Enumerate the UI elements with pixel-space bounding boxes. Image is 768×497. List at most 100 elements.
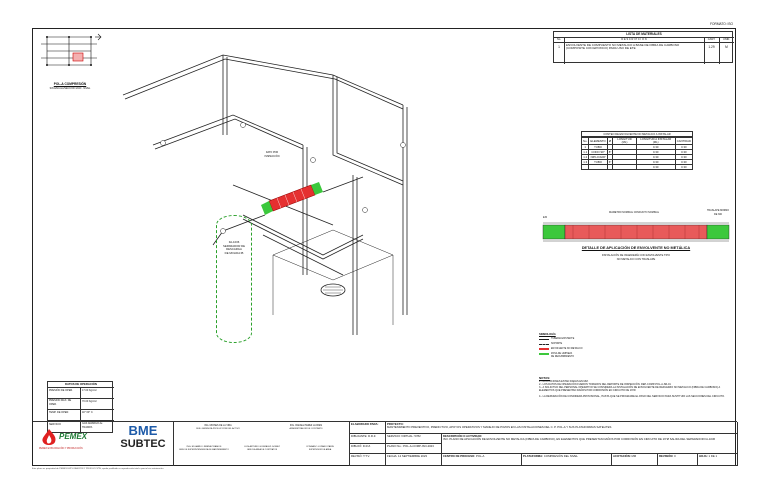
pemex-subtitle: PEMEX EXPLORACIÓN Y PRODUCCIÓN	[39, 448, 83, 450]
operation-title: DATOS DE OPERACIÓN	[65, 382, 97, 386]
materials-row-no: 1	[558, 45, 560, 49]
pemex-wordmark: PEMEX	[59, 432, 88, 441]
project-info: ELABORADO PARA: PROYECTO: MANTENIMIENTO …	[349, 422, 738, 466]
materials-header-cant: CANT.	[707, 38, 716, 41]
centro-label: CENTRO DE PROCESO:	[443, 454, 476, 458]
signature-role: JEFE DE SUPERINTENDENCIA DE MANTENIMIENT…	[179, 449, 229, 451]
subtec-wordmark: SUBTEC	[120, 438, 166, 450]
operation-label: PRESIÓN MAX. DE OPER.	[49, 399, 72, 406]
signature-role: SUPERVISOR DE AREA	[308, 449, 332, 451]
clamps-header: ELEMENTO	[588, 137, 608, 145]
pemex-logo: PEMEX PEMEX EXPLORACIÓN Y PRODUCCIÓN	[39, 426, 111, 456]
legend-item: TUBERIA EXISTENTE	[551, 337, 575, 340]
notes: NOTAS: 1.- ACOTACIONES ESTAN DADAS EN MM…	[539, 376, 733, 415]
fecha-value: 12 SEPTIEMBRE 2023	[398, 454, 427, 458]
operation-label: SERVICIO	[49, 423, 61, 426]
footer-disclaimer: Este plano es propiedad de PEMEX EXPLORA…	[32, 468, 164, 470]
detail-label-top: DIAMETRO NOMINAL CONDUCTO NOMINAL	[608, 211, 660, 214]
materials-title: LISTA DE MATERIALES	[626, 31, 662, 36]
plataforma-label: PLATAFORMA:	[523, 454, 544, 458]
signature-role: ADMINISTRADOR DE CONTRATO	[289, 428, 323, 430]
legend-item: ENVOLVENTE NO METALICO	[551, 347, 583, 350]
dibujo-label: DIBUJÓ:	[351, 444, 363, 448]
clamps-header-row: No. ELEMENTO Ø LONGITUD (ML) LONGITUD A …	[580, 137, 694, 145]
clamps-header: LONGITUD (ML)	[612, 137, 637, 145]
detail-label-right: TRASLAPE MINIMO DE 300	[706, 209, 730, 216]
pemex-flame-icon	[42, 429, 56, 445]
note-item: 4.- LA REPARACIÓN DE CONDIDERA PROVISION…	[539, 395, 725, 398]
signature-name: ING. EDUARDO JIMENEZ RAMOS	[186, 446, 222, 448]
key-plan: POL-A COMPRESIÓN SIN ESCALA/SECCIÓN 2020…	[37, 31, 103, 90]
detail-subtitle-1: INSTALACIÓN DE INGENIERÍA CON ENVOLVENTE…	[601, 254, 671, 257]
signatures: ING. MOISES DE LA VIRA SUB. GERENCIA PRO…	[173, 422, 350, 466]
operation-value: 70.00 Kg/cm²	[82, 400, 97, 403]
vessel-line-3: DESCARGA	[226, 247, 242, 252]
acotacion-value: MM	[631, 454, 637, 458]
materials-row-desc: ENVOLVENTE DE COMPUESTO NO METALICO A BA…	[566, 43, 680, 51]
materials-row-cant: 1.29	[708, 45, 715, 49]
key-plan-drawing	[41, 33, 102, 66]
isometric-piping-drawing	[122, 54, 408, 335]
materials-header-no: No.	[556, 38, 562, 41]
vessel-line-1: FA-1036	[228, 240, 240, 244]
materials-header-desc: D E S C R I P C I O N	[621, 38, 647, 41]
dibujante-value: D.R.Z.	[368, 434, 377, 438]
centro-value: POL-A	[475, 454, 485, 458]
descripcion-label: DESCRIPCIÓN O ACTIVIDAD:	[443, 434, 483, 438]
legend-item: SOPORTE	[551, 342, 563, 345]
separator-vessel	[216, 215, 252, 343]
detail-drawing	[542, 222, 730, 242]
key-plan-title: POL-A COMPRESIÓN	[53, 82, 87, 86]
clamps-table: No. ELEMENTO Ø LONGITUD (ML) LONGITUD A …	[580, 137, 694, 170]
reviso-value: T.T.V.	[363, 454, 370, 458]
fecha-label: FECHA:	[387, 454, 398, 458]
vessel-line-4: DE MOLIDA IB	[224, 250, 244, 255]
legend: SIMBOLOGÍA TUBERIA EXISTENTE SOPORTE ENV…	[539, 333, 609, 373]
proyecto-label: PROYECTO:	[387, 422, 404, 426]
signature-name: CONRADO LOZANO PARIS	[306, 446, 334, 448]
clamps-header: No.	[580, 137, 590, 145]
operation-value: 17.00 Kg/cm²	[82, 389, 97, 392]
detail-subtitle-2: NO METALICO CON TRASLAPE	[616, 258, 656, 261]
plataforma-value: COMPRESIÓN DEL NIVEL	[543, 454, 578, 458]
vessel-label: FA-1036 SEPARADOR DE DESCARGA DE MOLIDA …	[216, 240, 252, 255]
proyecto-value: MANTENIMIENTO PREVENTIVO, PREDICTIVO, AP…	[387, 425, 612, 430]
hoja-value: 1 DE 1	[708, 454, 718, 458]
descripcion-value: ISO. PLANO DE APLICACIÓN DE ENVOLVENTE N…	[443, 437, 716, 442]
operation-value: 40° 60° C	[82, 411, 93, 414]
servicio-label: SERVICIO VIRTUAL:	[387, 434, 414, 438]
plano-value: POL-A-COMP-ISO-2023	[403, 444, 434, 448]
title-block: PEMEX PEMEX EXPLORACIÓN Y PRODUCCIÓN BME…	[33, 421, 738, 466]
note-item: 3.- A SOLICITUD DEL PERSONAL OPERATIVO S…	[539, 386, 721, 392]
hoja-label: HOJA:	[699, 454, 708, 458]
operation-value: GAS AMARGO de TRAMPA	[82, 422, 103, 429]
legend-item: DE RECUBRIMIENTO	[551, 355, 575, 358]
note-item: 2.- LOS DATOS DE OPERACIÓN FUERON TOMADO…	[539, 383, 671, 386]
signature-name: ING. MOISES DE LA VIRA	[204, 425, 232, 427]
bme-logo: BME SUBTEC	[117, 424, 169, 456]
revision-label: REVISIÓN:	[659, 454, 674, 458]
key-plan-subtitle: SIN ESCALA/SECCIÓN 2020 · NIVEL	[49, 87, 91, 90]
signature-name: ING. RAFAEL PEREZ LLORES	[289, 425, 323, 427]
operation-label: PRESIÓN DE OPER.	[49, 389, 73, 392]
clamps-header: LONGITUD A INSTALAR (ML)	[635, 137, 676, 145]
legend-title: SIMBOLOGÍA	[539, 333, 556, 336]
dibujo-value: D.R.Z.	[362, 444, 371, 448]
detail-title: DETALLE DE APLICACIÓN DE ENVOLVENTE NO M…	[581, 246, 691, 250]
servicio-value: 5782	[414, 434, 421, 438]
reviso-label: REVISÓ:	[351, 454, 363, 458]
bme-wordmark: BME	[128, 423, 158, 438]
materials-header-unid: UNID.	[722, 38, 731, 41]
inspection-callout: DATO POR INSPECCIÓN	[264, 151, 280, 158]
clamps-header: CANTIDAD	[674, 137, 694, 145]
signature-name: LUIS ARTURO GONZALEZ GOMEZ	[244, 446, 280, 448]
operation-data: DATOS DE OPERACIÓN PRESIÓN DE OPER. 17.0…	[47, 381, 114, 433]
operation-label: TEMP. DE OPER.	[49, 411, 69, 414]
notes-title: NOTAS:	[539, 376, 551, 380]
envelope-detail: EXI DIAMETRO NOMINAL CONDUCTO NOMINAL TR…	[539, 209, 733, 269]
format-label: FORMATO: ISO	[710, 22, 733, 26]
materials-row-unid: M	[725, 45, 728, 49]
note-item: 1.- ACOTACIONES ESTAN DADAS EN MM.	[539, 380, 589, 383]
elaborado-label: ELABORADO PARA:	[351, 422, 379, 426]
signature-role: JEFE DE AREA DE CONTRATOS	[246, 449, 278, 451]
